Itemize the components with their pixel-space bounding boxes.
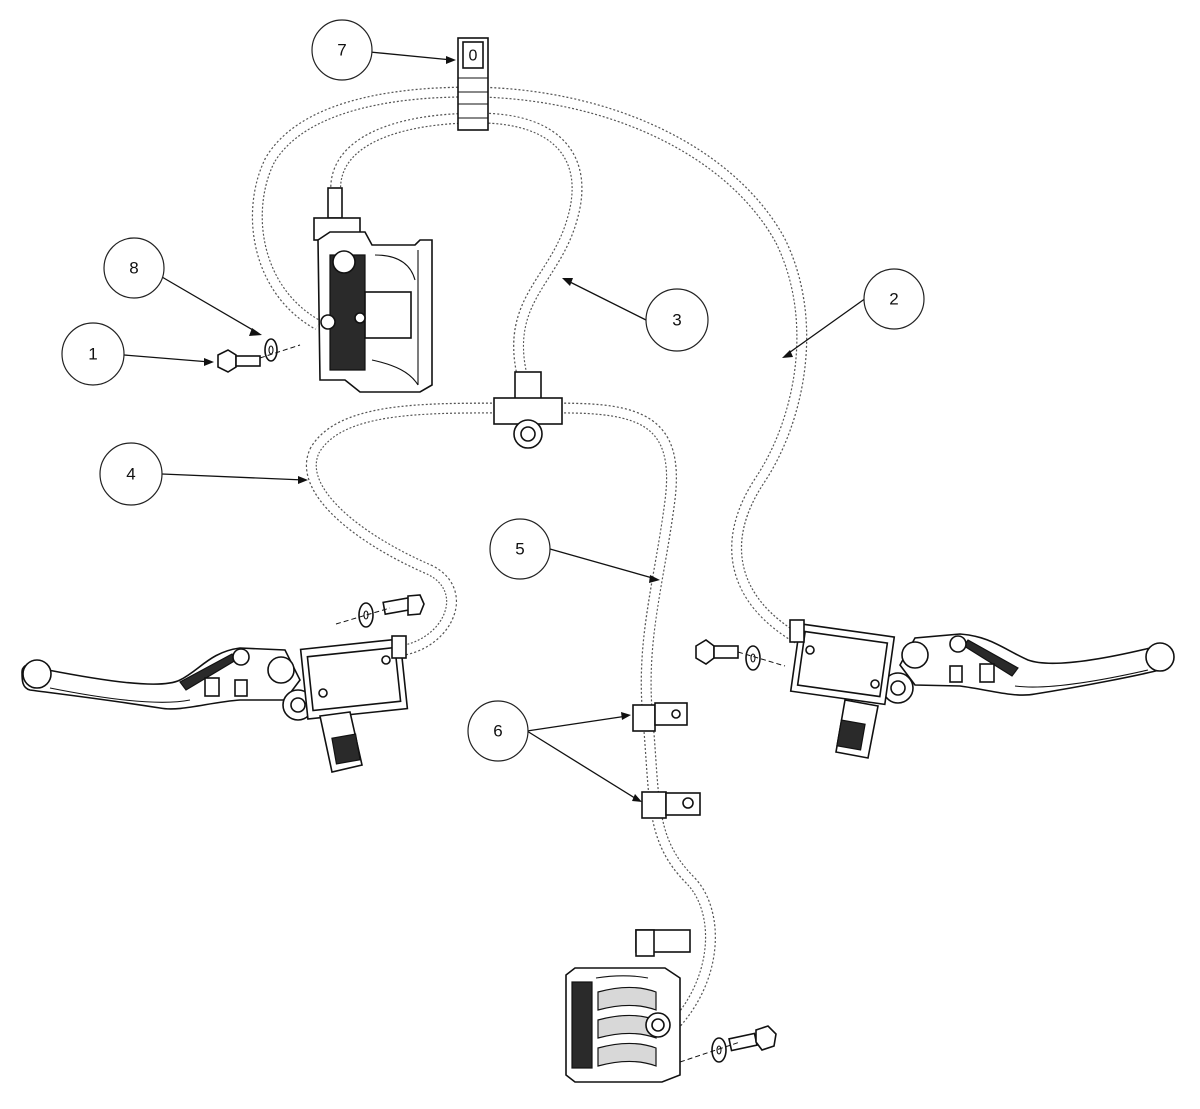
hose-clamp-upper: [632, 702, 688, 732]
callout-4: 4: [99, 442, 163, 506]
left-lever-washer: [358, 602, 374, 628]
right-lever-bolt-axis: [737, 651, 786, 667]
callout-5: 5: [489, 518, 551, 580]
callout-1: 1: [61, 322, 125, 386]
leader-1: [123, 354, 211, 363]
left-lever-bolt-axis: [335, 607, 391, 625]
callout-2-label: 2: [889, 290, 898, 309]
callout-6: 6: [467, 700, 529, 762]
callout-7-label: 7: [337, 41, 346, 60]
hose-clamp-lower: [641, 791, 701, 819]
leader-4: [161, 473, 305, 481]
callout-8: 8: [103, 237, 165, 299]
brake-hose-4: [305, 402, 501, 656]
rear-brake-caliper: [313, 187, 433, 393]
callout-4-label: 4: [126, 465, 135, 484]
leader-6b: [526, 730, 639, 801]
rear-caliper-washer: [264, 338, 278, 362]
hose-clip: 0: [457, 37, 489, 131]
brake-hose-upper-outer: [251, 86, 471, 330]
left-lever-bolt: [382, 594, 425, 616]
leader-lines: [123, 51, 867, 802]
leader-5: [549, 548, 657, 580]
brake-hose-3: [330, 112, 583, 377]
right-master-cylinder-lever: [789, 619, 1175, 759]
brake-hose-tee-fitting: [493, 371, 563, 449]
left-master-cylinder-lever: [21, 635, 409, 773]
leader-7: [369, 51, 453, 61]
rear-caliper-bolt: [217, 349, 261, 373]
callout-6-label: 6: [493, 722, 502, 741]
front-brake-caliper: [565, 929, 691, 1083]
right-lever-bolt: [695, 639, 739, 665]
front-caliper-bolt-axis: [679, 1041, 741, 1063]
callout-1-label: 1: [88, 345, 97, 364]
brake-hoses: [251, 86, 808, 1034]
callout-5-label: 5: [515, 540, 524, 559]
callout-2: 2: [863, 268, 925, 330]
svg-text:0: 0: [469, 48, 478, 65]
leader-3: [565, 279, 647, 321]
callout-8-label: 8: [129, 259, 138, 278]
leader-6a: [526, 715, 628, 732]
callout-3: 3: [645, 288, 709, 352]
brake-hose-2: [477, 86, 808, 645]
front-caliper-washer: [711, 1037, 727, 1063]
callout-3-label: 3: [672, 311, 681, 330]
callout-7: 7: [311, 19, 373, 81]
leader-2: [785, 297, 867, 356]
right-lever-washer: [745, 645, 761, 671]
front-caliper-bolt: [728, 1025, 777, 1052]
rear-caliper-bolt-axis: [259, 344, 301, 359]
leader-8: [161, 276, 259, 334]
